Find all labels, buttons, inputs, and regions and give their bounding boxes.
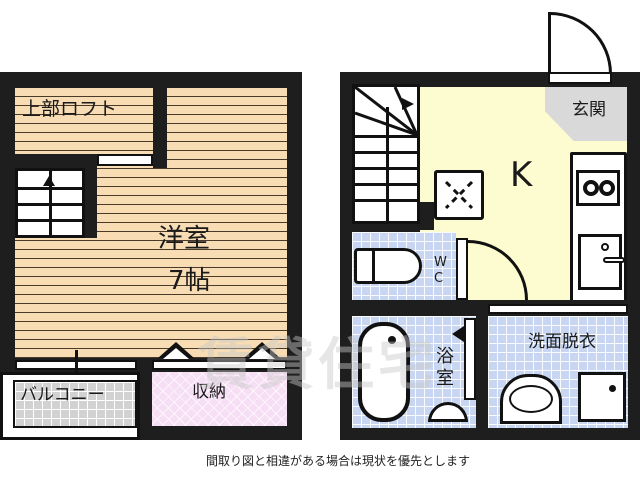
washing-machine-space	[578, 372, 626, 422]
bath-wash-wall	[476, 316, 488, 428]
kitchen-label: K	[510, 155, 533, 195]
wash-basin	[500, 374, 562, 424]
western-room-size: 7帖	[168, 266, 211, 296]
storage-label: 収納	[192, 382, 226, 402]
balcony-label: バルコニー	[20, 385, 105, 405]
loft-label: 上部ロフト	[22, 98, 118, 120]
bathtub	[358, 322, 410, 422]
washroom-label: 洗面脱衣	[528, 332, 596, 352]
bathroom-door-arrow-icon	[452, 326, 464, 342]
loft-divider-horizontal	[15, 154, 97, 168]
ladder-side-wall	[85, 168, 97, 238]
burner-left-icon	[583, 180, 599, 196]
bathroom-label-1: 浴	[436, 346, 454, 367]
loft-area	[15, 88, 153, 154]
washer-drain-icon	[609, 385, 616, 392]
refrigerator-space	[434, 170, 484, 220]
storage-door-right-fill	[249, 348, 275, 359]
refrigerator-x-icon	[444, 180, 474, 210]
toilet-label-c: C	[434, 271, 444, 286]
left-floor-plan: 上部ロフト 洋室 7帖 バルコニー 収納	[0, 72, 302, 440]
toilet-bowl	[372, 248, 422, 284]
toilet-label-w: W	[434, 255, 447, 270]
wash-basin-bowl	[509, 385, 553, 413]
bathroom-door[interactable]	[464, 318, 476, 400]
bathroom-label-2: 室	[436, 368, 454, 389]
stair-side-wall	[420, 202, 434, 230]
watermark: 賃貸住宅	[198, 333, 438, 398]
entrance-label: 玄関	[572, 100, 606, 120]
toilet-door[interactable]	[456, 238, 468, 300]
faucet-handle	[603, 257, 625, 263]
front-door-threshold	[548, 72, 612, 84]
storage-area	[152, 372, 287, 426]
balcony-area	[13, 380, 137, 428]
window-handle	[75, 350, 78, 372]
storage-door-left-fill	[163, 348, 189, 359]
stair-winder-lines	[355, 87, 417, 137]
footer-note: 間取り図と相違がある場合は現状を優先とします	[206, 454, 471, 468]
kitchen-sink	[578, 234, 625, 290]
up-arrow-icon	[43, 176, 55, 186]
faucet-icon	[601, 243, 609, 251]
western-room-label: 洋室	[158, 224, 211, 254]
storage-door	[152, 360, 287, 370]
right-floor-plan: 玄関 K W C	[340, 12, 640, 440]
washroom-window	[488, 304, 628, 314]
loft-divider-vertical	[153, 88, 167, 168]
gas-stove	[576, 170, 620, 206]
loft-railing	[97, 154, 153, 166]
front-door[interactable]	[548, 12, 612, 74]
bathtub-drain	[388, 336, 396, 344]
stair-arrow-icon	[402, 98, 414, 110]
burner-right-icon	[599, 180, 615, 196]
